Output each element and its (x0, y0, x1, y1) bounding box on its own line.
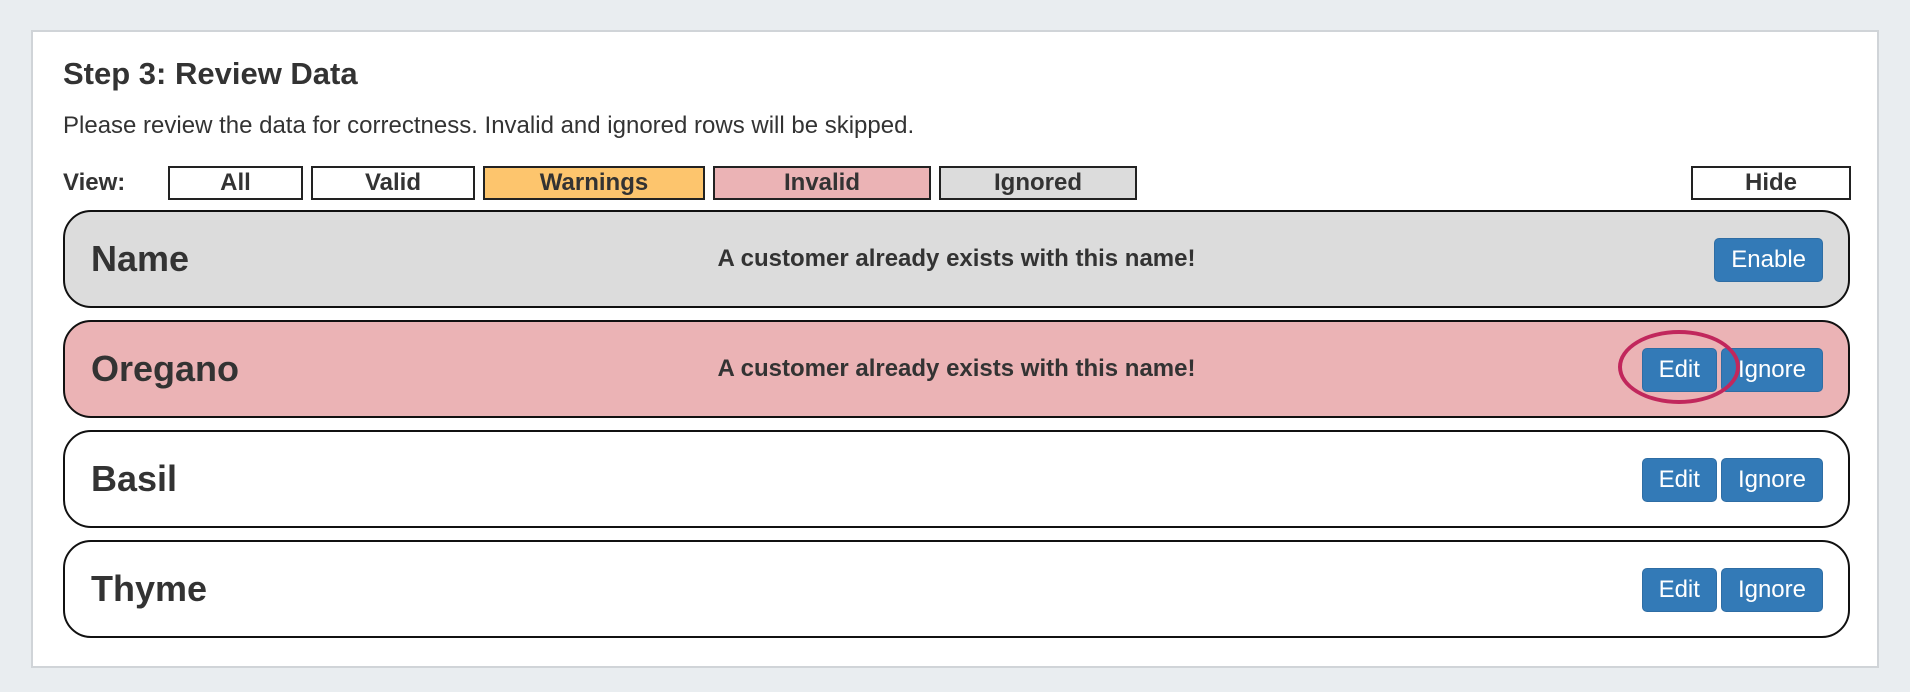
view-label: View: (63, 169, 126, 196)
row-actions: Enable (1714, 238, 1823, 282)
filter-warnings-button[interactable]: Warnings (483, 166, 705, 200)
filter-ignored-button[interactable]: Ignored (939, 166, 1137, 200)
page-title: Step 3: Review Data (63, 56, 358, 91)
data-row-name: Name A customer already exists with this… (63, 210, 1850, 308)
review-data-panel: Step 3: Review Data Please review the da… (31, 30, 1879, 668)
row-message: A customer already exists with this name… (717, 355, 1196, 382)
row-name: Name (91, 238, 190, 279)
data-row-oregano: Oregano A customer already exists with t… (63, 320, 1850, 418)
row-message: A customer already exists with this name… (717, 245, 1196, 272)
enable-button[interactable]: Enable (1714, 238, 1823, 282)
row-name: Oregano (91, 348, 240, 389)
page-description: Please review the data for correctness. … (63, 112, 915, 139)
row-name: Thyme (91, 568, 208, 609)
filter-invalid-button[interactable]: Invalid (713, 166, 931, 200)
filter-valid-button[interactable]: Valid (311, 166, 475, 200)
edit-button[interactable]: Edit (1641, 348, 1717, 392)
hide-button[interactable]: Hide (1691, 166, 1851, 200)
row-name: Basil (91, 458, 178, 499)
ignore-button[interactable]: Ignore (1720, 348, 1823, 392)
view-filter-bar: View: All Valid Warnings Invalid Ignored… (63, 166, 1851, 200)
edit-button[interactable]: Edit (1641, 568, 1717, 612)
row-actions: Edit Ignore (1641, 348, 1823, 392)
row-actions: Edit Ignore (1641, 458, 1823, 502)
data-row-basil: Basil Edit Ignore (63, 430, 1850, 528)
row-actions: Edit Ignore (1641, 568, 1823, 612)
edit-button[interactable]: Edit (1641, 458, 1717, 502)
ignore-button[interactable]: Ignore (1720, 458, 1823, 502)
filter-all-button[interactable]: All (168, 166, 303, 200)
data-row-thyme: Thyme Edit Ignore (63, 540, 1850, 638)
ignore-button[interactable]: Ignore (1720, 568, 1823, 612)
